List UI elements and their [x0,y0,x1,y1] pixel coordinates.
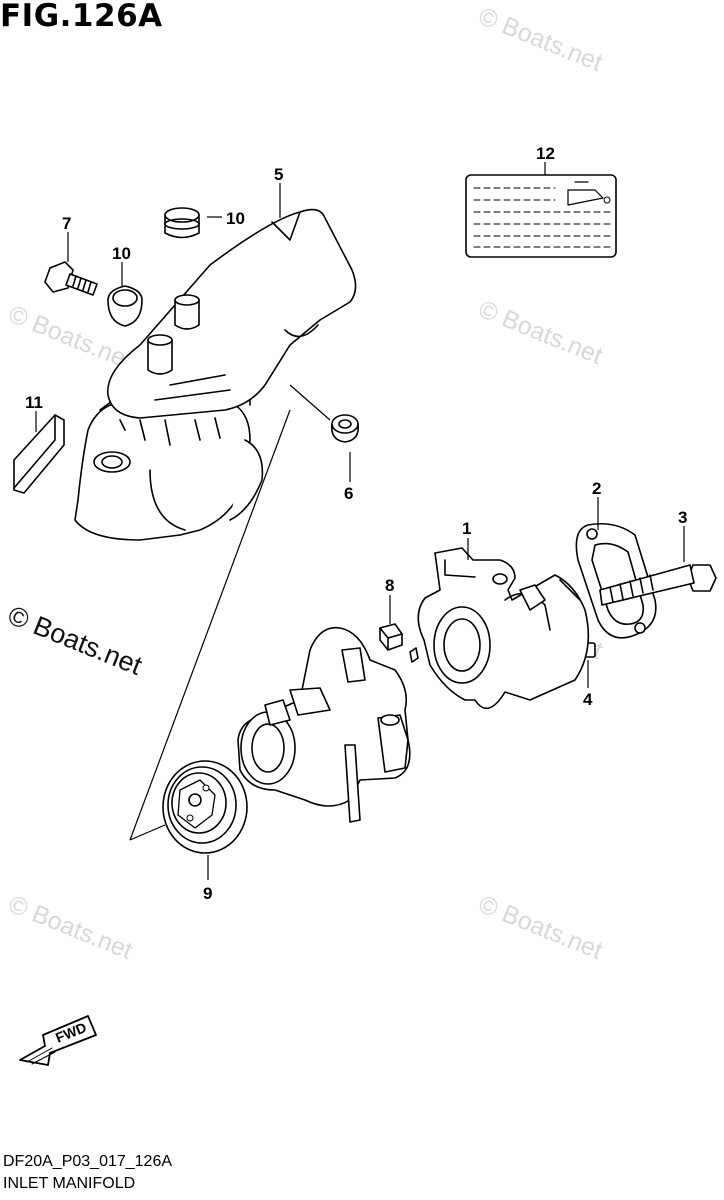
callout-8: 8 [385,576,394,595]
figure-code: DF20A_P03_017_126A [3,1153,173,1170]
callout-2: 2 [592,479,601,498]
grommet-side [107,285,143,327]
callout-10: 10 [226,209,245,228]
silencer-case [74,379,264,541]
callout-7: 7 [62,214,71,233]
callout-6: 6 [344,484,353,503]
callout-12: 12 [536,144,555,163]
nut-8 [379,623,403,651]
bolt-7 [44,261,98,296]
figure-title: FIG.126A [0,0,163,34]
callouts: 5 10 7 10 11 12 6 1 2 3 4 8 9 [25,144,687,903]
caution-label-12 [465,174,617,258]
callout-9: 9 [203,884,212,903]
grommet-top [164,207,200,239]
silencer-upper [107,208,357,446]
grommet-6 [330,414,360,443]
callout-11: 11 [25,393,43,412]
callout-1: 1 [462,519,471,538]
figure-caption: INLET MANIFOLD [3,1175,136,1192]
callout-5: 5 [274,165,283,184]
fwd-arrow-icon [19,1015,97,1066]
gasket-2 [575,522,657,639]
callout-4: 4 [583,690,593,709]
throttle-body [409,547,590,710]
inlet-manifold-body [237,626,411,823]
pulley-9 [162,760,248,854]
bolt-3 [599,564,717,606]
callout-3: 3 [678,508,687,527]
pad-11 [13,414,65,494]
callout-10b: 10 [112,244,131,263]
